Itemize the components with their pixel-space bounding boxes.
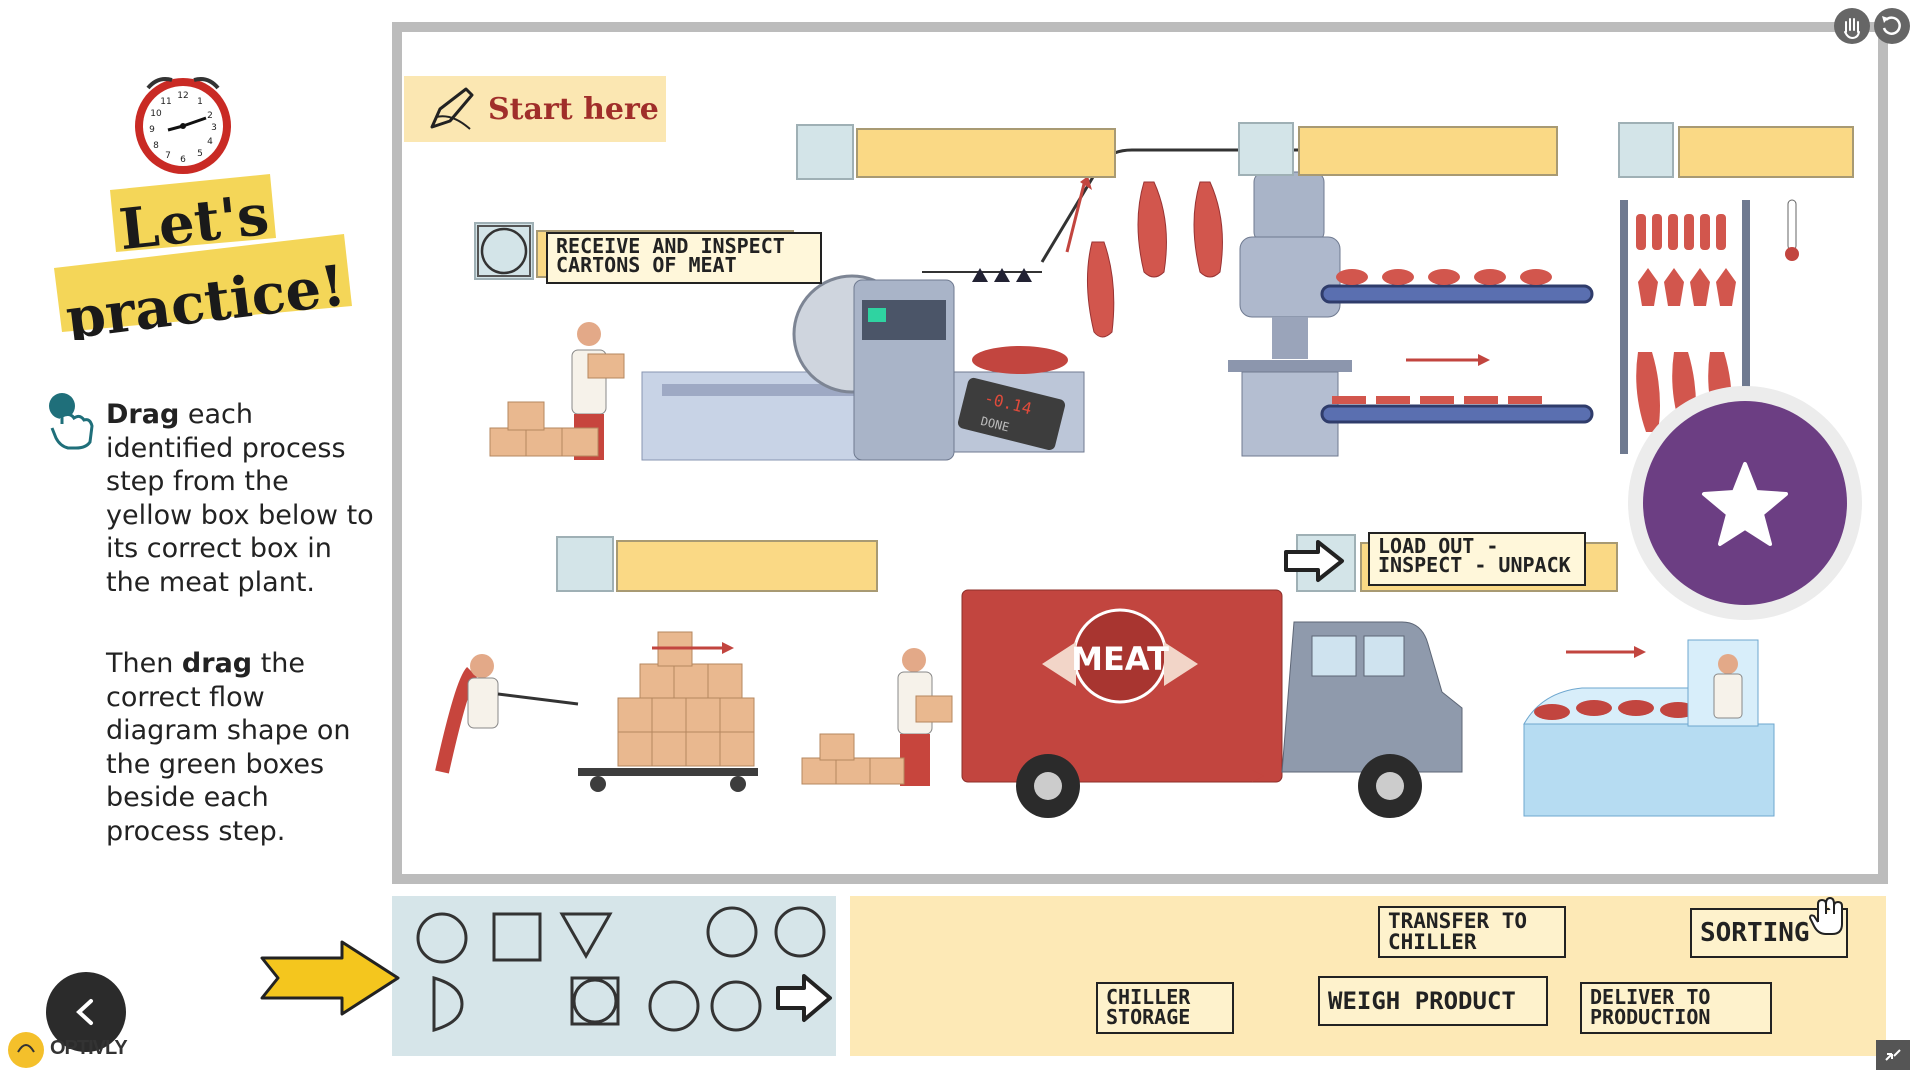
flow-combined-shape-icon[interactable] [570,976,620,1026]
drag-label-weigh-product[interactable]: WEIGH PRODUCT [1318,976,1548,1026]
svg-text:8: 8 [153,141,159,151]
flow-delay-shape-icon[interactable] [432,976,464,1032]
shape-drop-slot-5[interactable] [556,536,614,592]
process-drop-slot-5[interactable] [616,540,878,592]
svg-text:6: 6 [180,155,186,165]
hand-tool-button[interactable] [1834,8,1870,44]
flow-circle-shape-icon[interactable] [710,980,762,1032]
svg-text:1: 1 [197,97,203,107]
truck-meat-label: MEAT [1071,640,1169,678]
pointer-hand-icon [49,393,94,450]
svg-text:10: 10 [150,109,162,119]
shape-drop-slot-2[interactable] [796,124,854,180]
svg-text:3: 3 [211,123,217,133]
logo-text: OPTIVLY [50,1037,128,1059]
flow-circle-shape-icon [477,225,531,277]
meat-plant-illustration: -0.14 DONE [435,148,1799,818]
flow-arrow-shape-icon[interactable] [1282,538,1346,584]
shape-drop-slot-4[interactable] [1618,122,1674,178]
grab-cursor-icon [1808,896,1843,935]
title-line-1: Let's [116,182,272,263]
process-drop-slot-2[interactable] [856,128,1116,178]
flow-circle-shape-icon[interactable] [774,906,826,958]
process-drop-slot-3[interactable] [1298,126,1558,176]
start-here-label: Start here [488,91,659,127]
flow-circle-shape-icon[interactable] [706,906,758,958]
yellow-arrow-icon [260,940,400,1016]
placed-label-receive-inspect[interactable]: RECEIVE AND INSPECT CARTONS OF MEAT [546,232,822,284]
flow-square-shape-icon[interactable] [492,912,542,962]
process-drop-slot-4[interactable] [1678,126,1854,178]
score-star-button[interactable] [1628,386,1862,620]
collapse-button[interactable] [1876,1040,1910,1070]
instructions: Drag each identified process step from t… [106,398,376,848]
svg-text:7: 7 [165,151,171,161]
svg-text:9: 9 [149,125,155,135]
svg-text:12: 12 [177,91,188,101]
optivly-logo-icon [8,1032,44,1068]
star-icon [1702,462,1788,546]
hand-icon [1844,18,1860,40]
start-here-banner: Start here [404,76,666,142]
chevron-left-icon [76,999,93,1025]
instruction-drag-shapes: Then drag the correct flow diagram shape… [106,648,351,847]
svg-text:11: 11 [160,97,171,107]
flow-circle-shape-icon[interactable] [648,980,700,1032]
back-button[interactable] [46,972,126,1052]
reset-icon [1882,16,1901,35]
shape-drop-slot-3[interactable] [1238,122,1294,176]
shape-drop-slot-1[interactable] [474,222,534,280]
svg-text:5: 5 [197,149,203,159]
reset-button[interactable] [1874,8,1910,44]
flow-triangle-shape-icon[interactable] [559,912,613,960]
shape-palette [392,896,836,1056]
flow-circle-shape-icon[interactable] [416,912,468,964]
lets-practice-title: Let's practice! [40,160,370,352]
instruction-drag-labels: Drag each identified process step from t… [106,399,374,598]
flow-arrow-shape-icon[interactable] [776,974,832,1022]
scale-button-label: DONE [979,414,1010,435]
pencil-icon [430,87,474,130]
shape-palette-shapes [416,906,832,1032]
collapse-arrows-icon [1885,1049,1901,1061]
svg-text:2: 2 [207,111,213,121]
placed-label-load-out[interactable]: LOAD OUT - INSPECT - UNPACK [1368,532,1586,586]
svg-text:4: 4 [207,137,213,147]
